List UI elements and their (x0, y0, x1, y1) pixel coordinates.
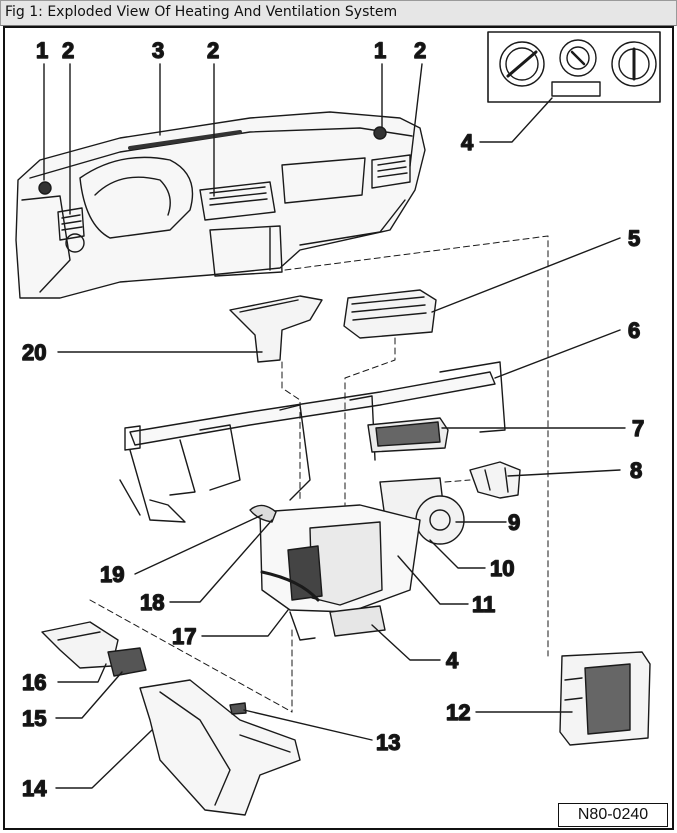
callout-13: 13 (376, 730, 400, 755)
callout-2: 2 (207, 38, 219, 63)
figure-title: Fig 1: Exploded View Of Heating And Vent… (5, 4, 398, 20)
callout-5: 5 (628, 226, 640, 251)
dashboard-panel (15, 111, 426, 299)
connector-13 (229, 702, 247, 715)
heater-control-panel (487, 31, 661, 103)
callout-19: 19 (100, 562, 124, 587)
callout-8: 8 (630, 458, 642, 483)
callout-2: 2 (414, 38, 426, 63)
footwell-duct-16 (41, 621, 119, 669)
callout-9: 9 (508, 510, 520, 535)
callout-17: 17 (172, 624, 196, 649)
callout-7: 7 (632, 416, 644, 441)
callout-16: 16 (22, 670, 46, 695)
dash-cross-member (119, 361, 506, 523)
callout-4: 4 (446, 648, 459, 673)
callout-2: 2 (62, 38, 74, 63)
figure-reference-code: N80-0240 (558, 803, 668, 827)
callout-15: 15 (22, 706, 46, 731)
callout-20: 20 (22, 340, 46, 365)
center-vent-housing (343, 289, 437, 339)
figure-title-bar: Fig 1: Exploded View Of Heating And Vent… (0, 0, 677, 26)
flap-housing-7 (367, 417, 449, 453)
air-duct-20 (229, 295, 323, 363)
callout-3: 3 (152, 38, 164, 63)
callout-1: 1 (36, 38, 48, 63)
center-console-bracket-12 (559, 651, 651, 746)
callout-6: 6 (628, 318, 640, 343)
heater-unit-assembly (249, 477, 465, 641)
callout-4: 4 (461, 130, 474, 155)
callout-11: 11 (472, 592, 495, 617)
callout-1: 1 (374, 38, 386, 63)
alignment-lines (89, 235, 549, 713)
callout-12: 12 (446, 700, 470, 725)
callout-10: 10 (490, 556, 514, 581)
callout-18: 18 (140, 590, 164, 615)
bracket-8 (469, 461, 521, 499)
callout-14: 14 (22, 776, 47, 801)
leader-lines (43, 63, 626, 789)
rear-floor-duct-14 (139, 679, 301, 816)
callout-labels: 1 2 3 2 1 2 4 5 6 20 7 8 9 19 10 18 11 1… (21, 37, 645, 801)
duct-connector-15 (107, 647, 147, 677)
